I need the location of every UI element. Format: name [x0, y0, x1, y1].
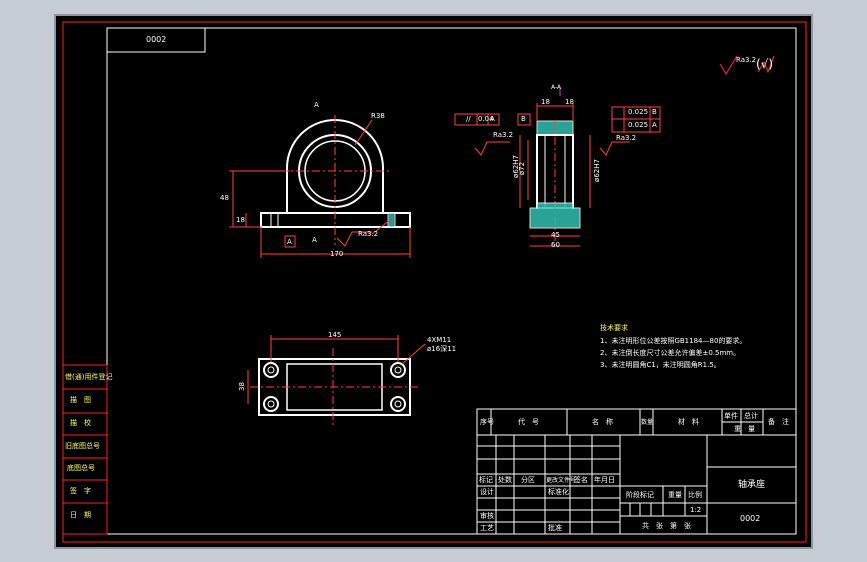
section-label: A-A: [551, 84, 562, 91]
left-strip-6: 签 字: [70, 487, 91, 495]
side-parallel-datum: A: [490, 115, 495, 123]
front-section-a2: A: [312, 236, 317, 244]
side-parallel: //: [466, 115, 471, 123]
front-view: [229, 115, 411, 258]
left-strip-3: 描 校: [70, 419, 91, 427]
tb-h-seq: 序号: [480, 418, 494, 426]
tb-h-material: 材 料: [678, 418, 699, 426]
front-base: 18: [236, 216, 245, 224]
left-strip-5: 底图总号: [67, 464, 95, 472]
left-strip-1: 借(通)用件登记: [65, 373, 113, 381]
part-code: 0002: [740, 514, 761, 523]
tb-scale-label: 比例: [688, 491, 702, 499]
roughness-symbol: [719, 55, 775, 75]
front-width: 170: [330, 250, 344, 258]
roughness-paren: (√): [756, 57, 774, 71]
tb-c-mark: 标记: [479, 476, 493, 484]
top-holes1: 4XM11: [427, 336, 452, 344]
code-top: 0002: [146, 35, 167, 44]
side-w2: 18: [565, 98, 574, 106]
tb-c-sign: 签名: [574, 476, 588, 484]
side-datum-b: B: [521, 115, 526, 123]
tech-req-item-2: 2、未注倒长度尺寸公差允许偏差±0.5mm。: [600, 349, 741, 357]
front-radius: R38: [371, 112, 385, 120]
left-strip: [62, 364, 108, 535]
side-ra1: Ra3.2: [493, 131, 514, 139]
code-box-top: [106, 27, 206, 53]
tb-sheet: 共 张 第 张: [642, 522, 691, 530]
left-strip-2: 描 图: [70, 396, 91, 404]
tb-weight: 重量: [668, 491, 682, 499]
tb-r-standard: 标准化: [548, 488, 569, 496]
tb-r-process: 工艺: [480, 524, 494, 532]
tb-h-unit: 单件: [724, 412, 738, 420]
tb-h-code: 代 号: [518, 418, 539, 426]
left-strip-4: 旧底图总号: [65, 442, 100, 450]
top-width: 145: [328, 331, 342, 339]
tb-scale: 1:2: [690, 506, 702, 514]
tb-h-weight: 重 量: [734, 425, 755, 433]
top-height: 38: [237, 382, 246, 391]
front-height: 48: [220, 194, 229, 202]
roughness-ra: Ra3.2: [736, 56, 757, 64]
tech-req-item-1: 1、未注明形位公差按照GB1184—80的要求。: [600, 337, 747, 345]
side-tol2-datum: A: [652, 121, 657, 129]
inner-frame: [106, 27, 797, 535]
side-tol1-val: 0.025: [628, 108, 649, 116]
tb-h-name: 名 称: [592, 418, 613, 426]
tb-h-remark: 备 注: [768, 418, 789, 426]
tb-stage: 阶段标记: [626, 491, 654, 499]
outer-border: [62, 21, 807, 543]
tb-r-approve: 批准: [548, 524, 562, 532]
side-ra2: Ra3.2: [616, 134, 637, 142]
side-view: [454, 88, 661, 247]
drawing-viewport: [54, 14, 813, 549]
side-w45: 45: [551, 231, 560, 239]
front-ra: Ra3.2: [358, 230, 379, 238]
tech-req-item-3: 3、未注明圆角C1，未注明圆角R1.5。: [600, 361, 721, 369]
tb-r-design: 设计: [480, 488, 494, 496]
tb-c-zone: 分区: [521, 476, 535, 484]
tb-r-review: 审核: [480, 512, 494, 520]
part-name: 轴承座: [738, 480, 766, 490]
top-view: [247, 335, 426, 425]
left-strip-7: 日 期: [70, 511, 91, 519]
side-w60: 60: [551, 241, 560, 249]
front-datum: A: [287, 238, 292, 246]
side-tol2-val: 0.025: [628, 121, 649, 129]
side-parallel-val: 0.04: [478, 115, 494, 123]
tb-h-qty: 数量: [641, 419, 654, 426]
side-tol1-datum: B: [652, 108, 657, 116]
tb-h-total: 总计: [744, 412, 758, 420]
side-d2: ø72: [518, 161, 527, 176]
front-section-a1: A: [314, 101, 319, 109]
side-d3: ø62H7: [592, 159, 601, 182]
top-holes2: ø16深11: [427, 345, 457, 353]
tb-c-count: 处数: [498, 476, 512, 484]
tb-c-file: 更改文件号: [546, 477, 577, 484]
tb-c-date: 年月日: [594, 476, 615, 484]
tech-req-title: 技术要求: [600, 324, 628, 332]
side-w1: 18: [541, 98, 550, 106]
title-block: [476, 408, 797, 535]
